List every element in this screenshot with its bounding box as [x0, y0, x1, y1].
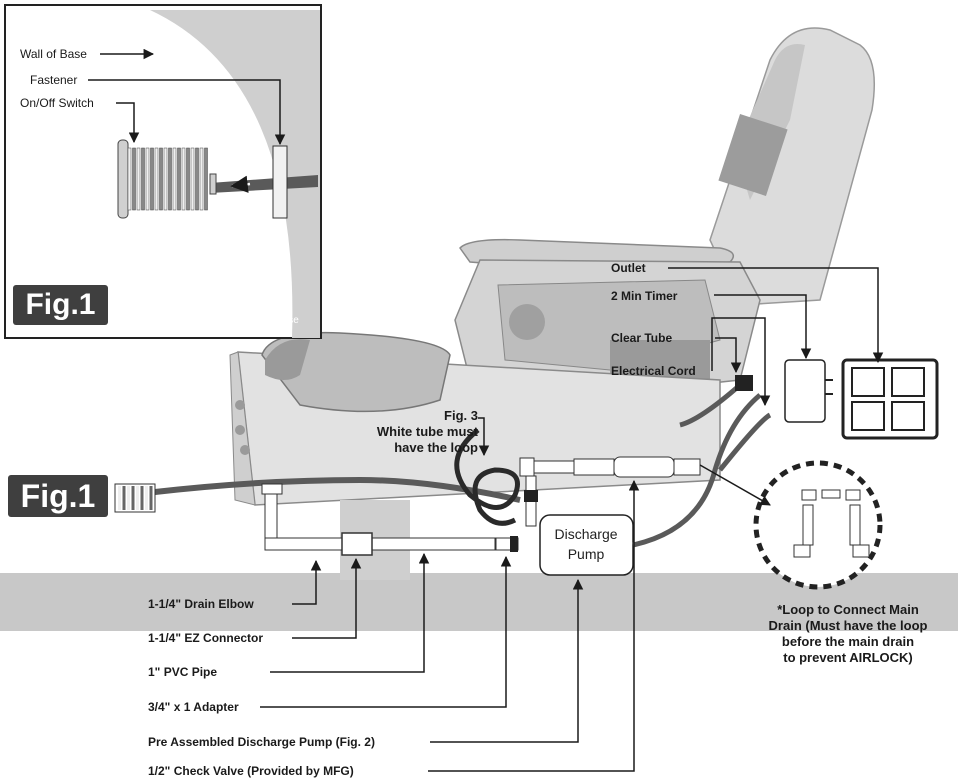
outlet-label: Outlet	[611, 261, 646, 275]
timer-device	[784, 359, 833, 423]
callout-leaders	[260, 267, 884, 772]
clear-tube-loop	[454, 428, 520, 526]
inset-fig-badge: Fig.1	[13, 285, 108, 325]
fig3-note-line3: have the loop	[394, 440, 478, 455]
fig3-note: Fig. 3 White tube must have the loop	[318, 408, 478, 456]
chair-backrest	[709, 27, 875, 306]
electrical-cord-label: Electrical Cord	[611, 364, 696, 378]
main-fig-badge: Fig.1	[8, 475, 108, 517]
callout-ez-connector: 1-1/4" EZ Connector	[148, 631, 264, 645]
callout-check-valve: 1/2" Check Valve (Provided by MFG)	[148, 764, 354, 778]
outlet-box	[841, 358, 939, 440]
pump-label-line2: Pump	[567, 546, 605, 562]
fig3-note-line1: Fig. 3	[444, 408, 478, 423]
drain-pipes	[154, 476, 521, 556]
main-switch-part	[114, 483, 156, 513]
callout-pvc-pipe: 1" PVC Pipe	[148, 665, 218, 679]
ez-connector	[341, 532, 373, 556]
loop-note-line3: before the main drain	[781, 634, 915, 649]
electrical-cords	[632, 383, 772, 548]
on-off-switch-part	[117, 139, 217, 219]
inset-leaders	[88, 48, 286, 146]
inset-base-wall	[150, 10, 320, 338]
timer-label: 2 Min Timer	[611, 289, 678, 303]
loop-note-line1: *Loop to Connect Main	[777, 602, 919, 617]
loop-note-line2: Drain (Must have the loop	[768, 618, 928, 633]
callout-adapter: 3/4" x 1 Adapter	[148, 700, 239, 714]
fastener-label: Fastener	[30, 73, 78, 87]
fastener-part	[272, 145, 288, 219]
fig3-note-line2: White tube must	[376, 424, 478, 439]
discharge-pump-box	[539, 514, 634, 576]
callout-discharge-pump: Pre Assembled Discharge Pump (Fig. 2)	[148, 735, 375, 749]
check-valve-assembly	[519, 456, 701, 527]
wall-of-base-label: Wall of Base	[20, 47, 87, 61]
inset-base-label: Base	[276, 315, 299, 326]
pump-label-line1: Discharge	[554, 526, 618, 542]
callout-drain-elbow: 1-1/4" Drain Elbow	[148, 597, 254, 611]
loop-note-line4: to prevent AIRLOCK)	[783, 650, 913, 665]
loop-detail-circle	[753, 460, 883, 590]
on-off-switch-label: On/Off Switch	[20, 96, 94, 110]
loop-note: *Loop to Connect Main Drain (Must have t…	[738, 602, 958, 666]
clear-tube-label: Clear Tube	[611, 331, 673, 345]
